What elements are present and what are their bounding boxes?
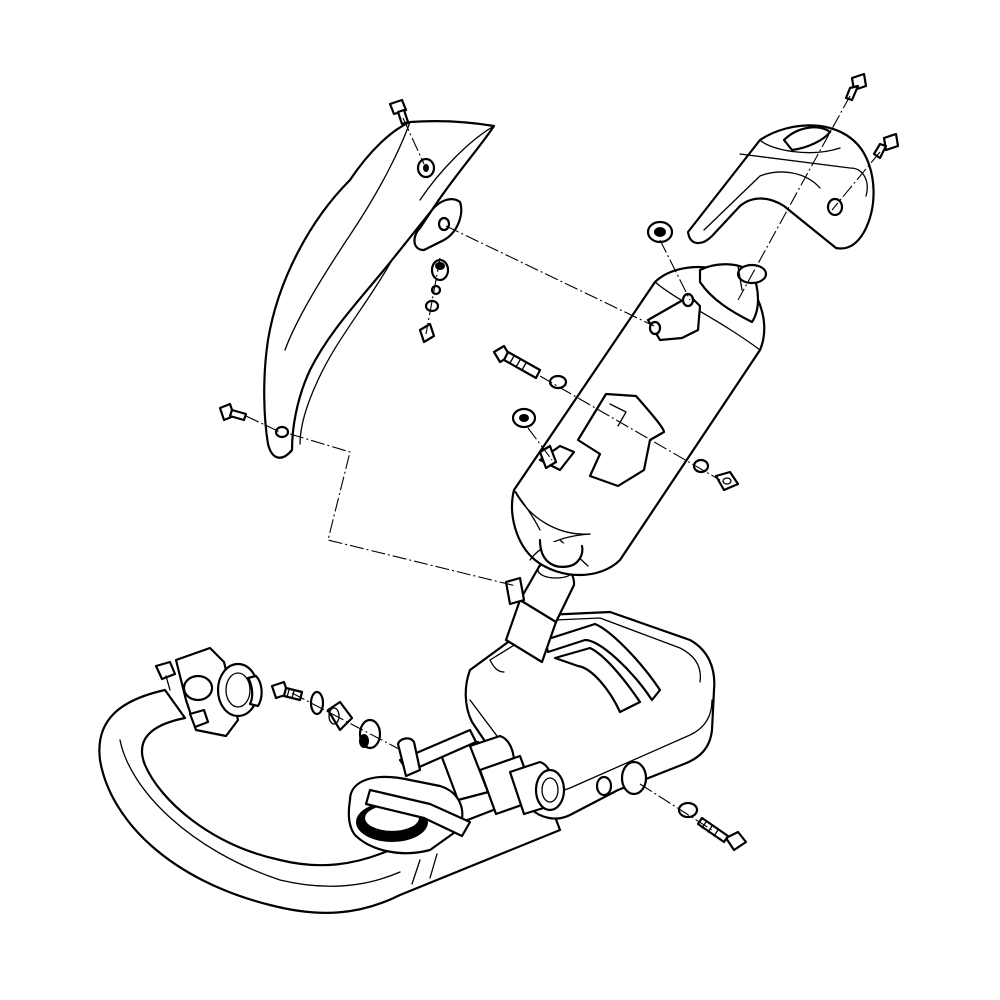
shield-washer — [424, 299, 440, 313]
heat-shield-leader-left — [245, 415, 281, 433]
header-flange — [174, 646, 263, 738]
muffler-bolt-leader — [639, 783, 713, 831]
muffler-mount-bolt — [696, 816, 748, 852]
end-cover-leader-side — [831, 151, 881, 211]
grommet-upper — [646, 220, 674, 244]
grommet-upper-leader — [659, 239, 691, 301]
mount-washer-left — [548, 374, 568, 390]
clamp-bolt — [270, 680, 304, 702]
heat-shield-screw-top — [388, 98, 410, 126]
grommet-middle-leader — [527, 427, 553, 461]
silencer-lower-tab — [538, 444, 576, 472]
shield-spacer — [418, 322, 436, 344]
heat-shield-leader-routing — [289, 433, 517, 587]
end-cover-leader-top — [737, 95, 851, 301]
grommet-middle — [511, 407, 537, 429]
collector-pipes — [438, 734, 566, 816]
end-cover-bolt-top — [844, 72, 868, 102]
end-cover-bolt-side — [872, 132, 900, 160]
clamp-spacer — [326, 700, 354, 732]
link-pipe — [504, 561, 576, 664]
link-pipe-tab — [504, 576, 526, 606]
hanger-bracket — [396, 728, 478, 778]
heat-shield-leader-top — [402, 117, 425, 165]
heat-shield-leader-bracket — [445, 225, 655, 327]
shield-grommet-leader — [425, 257, 441, 335]
clamp-washer — [309, 690, 325, 716]
mount-nut — [714, 470, 740, 492]
header-pipe — [98, 688, 562, 914]
flange-nut-lower — [188, 708, 210, 729]
muffler-mount-washer — [677, 801, 699, 819]
silencer-end-cover — [686, 124, 875, 250]
silencer-middle-bracket — [576, 392, 666, 488]
clamp-grommet — [358, 718, 382, 750]
heat-shield-screw-left — [218, 402, 248, 422]
heat-shield — [263, 120, 496, 459]
shield-grommet — [430, 258, 450, 282]
muffler-cover-plate — [347, 775, 472, 855]
mount-washer-right — [692, 458, 710, 474]
mount-bolt — [492, 344, 542, 380]
silencer-upper-bracket — [646, 292, 702, 342]
flange-nut-upper — [154, 660, 177, 691]
mount-bolt-leader — [539, 375, 721, 481]
